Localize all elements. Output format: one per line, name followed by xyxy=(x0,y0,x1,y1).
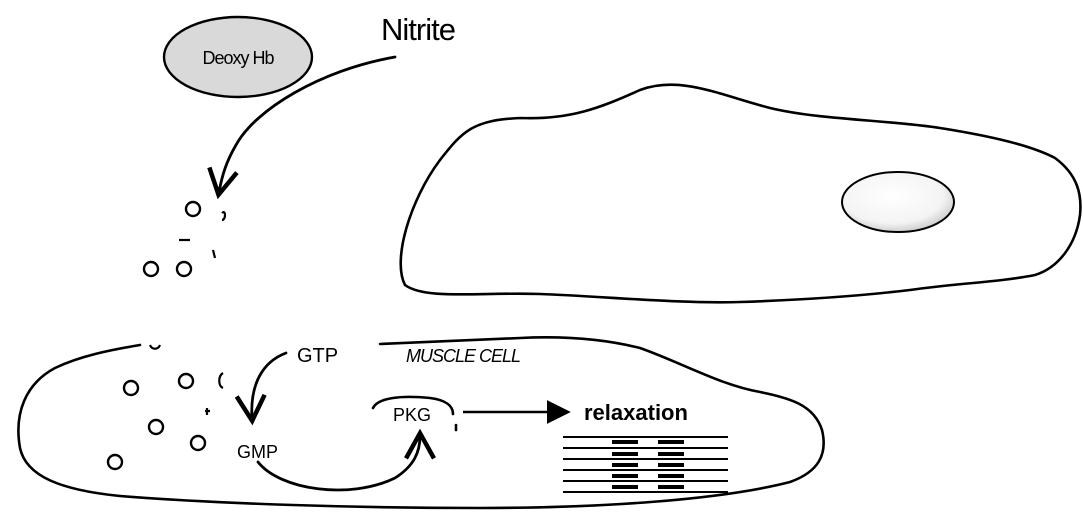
molecule-fragment-icon xyxy=(222,212,225,220)
nucleus xyxy=(842,172,954,232)
cgmp-label: GMP xyxy=(237,442,278,462)
molecule-group xyxy=(108,202,205,469)
molecule-icon xyxy=(191,436,205,450)
molecule-fragment-icon xyxy=(213,250,215,258)
gtp-label: GTP xyxy=(297,345,338,367)
molecule-fragment-icon xyxy=(219,373,223,388)
molecule-icon xyxy=(149,420,163,434)
molecule-icon xyxy=(108,455,122,469)
relaxation-label: relaxation xyxy=(584,400,688,425)
deoxy-hb-label: Deoxy Hb xyxy=(202,48,274,68)
nitrite-label: Nitrite xyxy=(381,12,455,47)
molecule-fragment-icon xyxy=(150,345,160,349)
gtp-to-cgmp-arrow xyxy=(252,353,286,418)
molecule-fragment-icon xyxy=(205,408,210,415)
cgmp-to-pkg-arrow xyxy=(258,436,420,490)
molecule-icon xyxy=(177,262,191,276)
molecule-icon xyxy=(124,381,138,395)
pkg-label: PKG xyxy=(393,405,431,425)
muscle-cell-label: MUSCLE CELL xyxy=(406,346,520,366)
molecule-icon xyxy=(186,202,200,216)
molecule-icon xyxy=(144,262,158,276)
upper-cell-outline xyxy=(401,85,1081,303)
sarcomere-lines-icon xyxy=(563,437,728,492)
molecule-icon xyxy=(179,374,193,388)
